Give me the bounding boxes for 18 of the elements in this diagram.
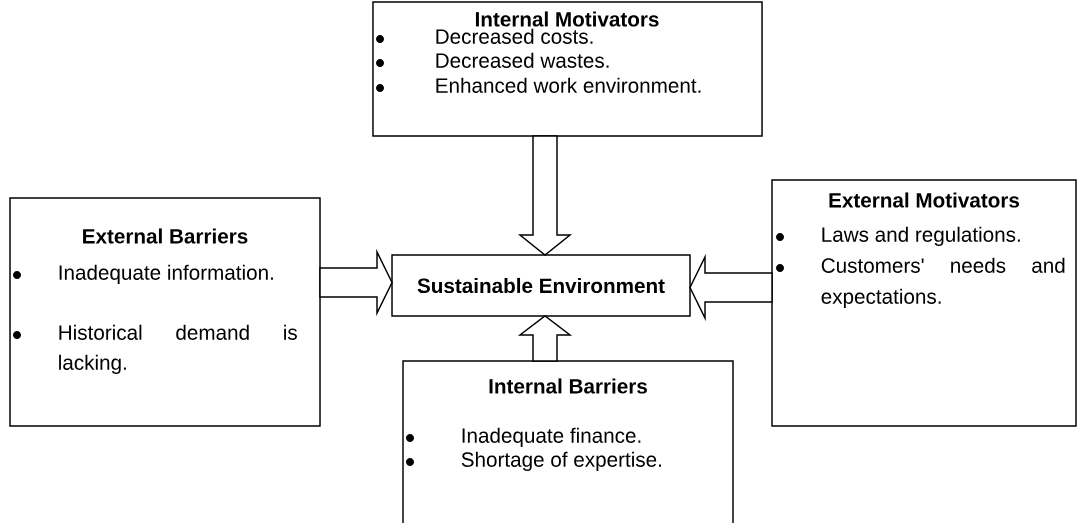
- block-arrow: [319, 248, 393, 317]
- list-item: Decreased costs.: [436, 28, 593, 44]
- list-item: Enhanced work environment.: [436, 77, 701, 93]
- list-item: Inadequate finance.: [462, 427, 641, 447]
- list-item: Decreased wastes.: [436, 52, 609, 68]
- box-heading: Internal Barriers: [489, 378, 647, 394]
- box-heading: External Barriers: [83, 228, 248, 244]
- block-arrow: [689, 253, 773, 322]
- center-box: Sustainable Environment: [391, 254, 691, 317]
- list-item: Inadequate information.: [59, 264, 273, 284]
- block-arrow: [517, 315, 573, 362]
- list-item: Shortage of expertise.: [461, 451, 661, 471]
- list-item: Historical demand is lacking.: [59, 324, 297, 374]
- box-heading: Internal Motivators: [475, 11, 659, 27]
- list-item: Customers' needs and expectations.: [821, 257, 1065, 308]
- block-arrow: [517, 135, 573, 256]
- list-item: Laws and regulations.: [822, 226, 1020, 246]
- box-heading: External Motivators: [829, 192, 1019, 208]
